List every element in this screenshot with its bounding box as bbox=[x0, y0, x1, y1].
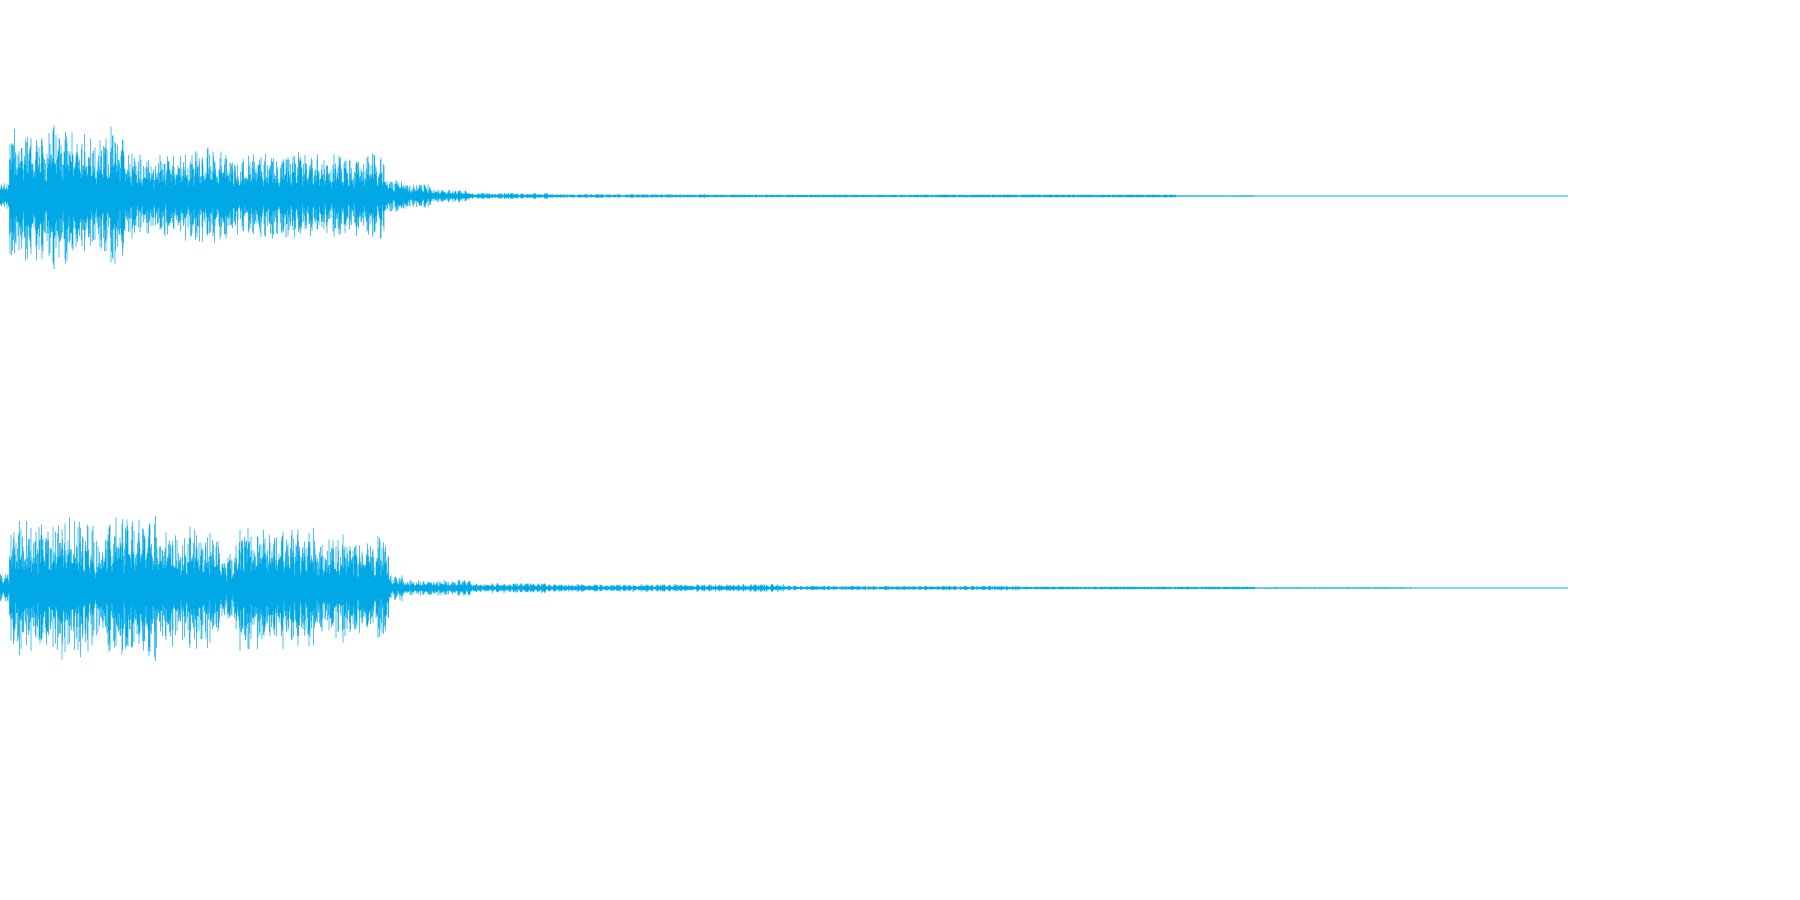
channel-1-samples bbox=[0, 125, 1255, 270]
channel-2-waveform bbox=[0, 515, 1568, 661]
channel-2-samples bbox=[0, 515, 1412, 661]
channel-1-waveform bbox=[0, 125, 1568, 270]
